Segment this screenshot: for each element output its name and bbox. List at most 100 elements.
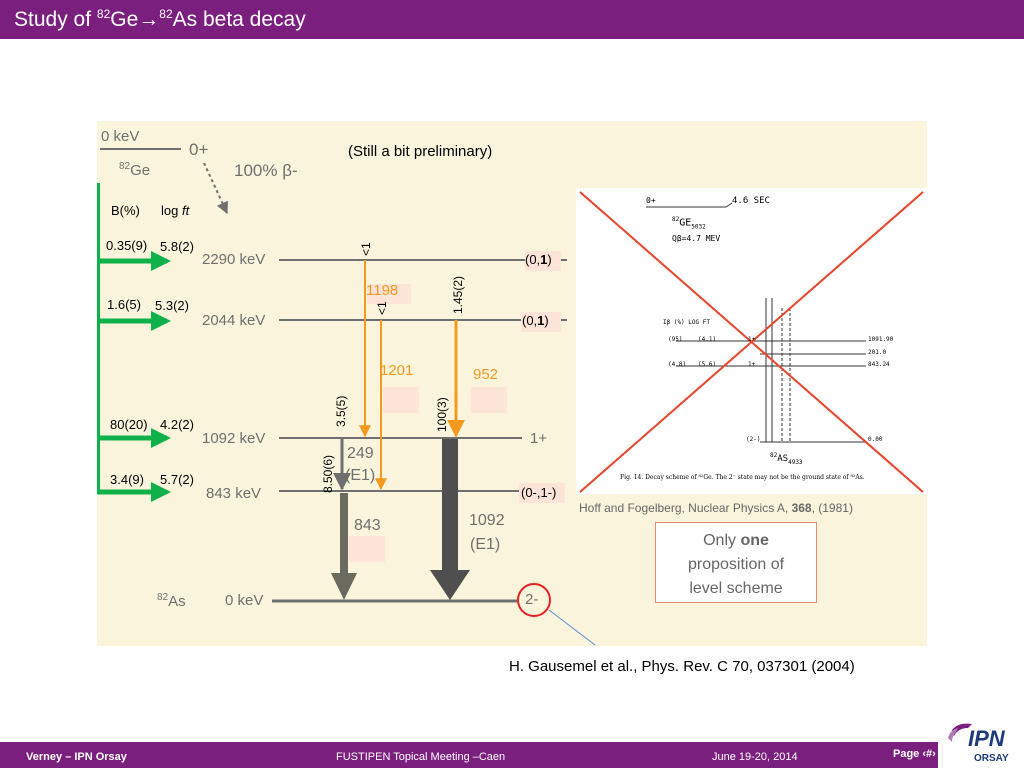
gamma-843-intensity: 8.50(6) [321, 454, 335, 493]
level-1092-spin: 1+ [530, 430, 548, 447]
gamma-1198-intensity: <1 [359, 242, 373, 256]
old-ge-z: 32 [698, 223, 706, 231]
old-ground-energy: 0.00 [868, 436, 883, 443]
level-2290-b: 0.35(9) [106, 238, 148, 253]
pointer-line [548, 609, 596, 646]
old-row3-spin: 1+ [748, 361, 756, 368]
old-ge-mass: 82 [672, 216, 680, 223]
ground-nucleus: 82As [157, 592, 186, 610]
title-bar: Study of 82Ge→82As beta decay [0, 0, 1024, 39]
header-logft: log ft [161, 203, 189, 218]
level-1092-energy: 1092 keV [202, 430, 266, 447]
level-2290-energy: 2290 keV [202, 251, 266, 268]
hoff-ref-prefix: Hoff and Fogelberg, Nuclear Physics A, [579, 501, 792, 515]
level-843-energy: 843 keV [206, 485, 262, 502]
logo-name: IPN [968, 726, 1005, 751]
old-as-mass: 82 [770, 452, 778, 459]
footer-bar: Verney – IPN Orsay FUSTIPEN Topical Meet… [0, 742, 1024, 768]
highlight-spin-843 [519, 483, 565, 503]
parent-nucleus-mass: 82 [119, 161, 131, 172]
old-as-elem: AS [777, 454, 789, 464]
note-line3: level scheme [689, 580, 783, 597]
level-2290-spin-post: ) [547, 252, 552, 267]
ground-spin: 2- [525, 591, 539, 608]
level-1092-logft: 4.2(2) [160, 417, 194, 432]
ipn-orsay-logo: IPN ORSAY [938, 718, 1024, 768]
title-elem2: As beta decay [172, 8, 306, 31]
old-decay-scheme-image: 0+ 4.6 SEC 82GE5032 Qβ=4.7 MEV Iβ (%) LO… [576, 188, 927, 494]
gamma-249-intensity: 3.5(5) [334, 395, 348, 427]
parent-spin: 0+ [189, 140, 209, 159]
gamma-1198-label: 1198 [366, 282, 399, 299]
note-line1: Only one [656, 529, 816, 553]
level-2044-spin-bold: 1 [537, 313, 545, 328]
gamma-1201-label: 1201 [380, 362, 414, 379]
old-ge-elem: GE [679, 217, 692, 229]
header-b-percent: B(%) [111, 203, 140, 218]
ground-spin-circle [517, 583, 551, 617]
old-caption: Fig. 14. Decay scheme of ⁸²Ge. The 2⁻ st… [620, 474, 865, 481]
level-2044-logft: 5.3(2) [155, 298, 189, 313]
gamma-843-arrow [331, 493, 357, 600]
level-2044-b: 1.6(5) [107, 297, 141, 312]
title-prefix: Study of [14, 8, 97, 31]
gamma-1092-multipolarity: (E1) [470, 536, 501, 553]
gamma-1092-arrow [430, 439, 470, 600]
footer-meeting: FUSTIPEN Topical Meeting –Caen [336, 751, 506, 763]
hoff-reference: Hoff and Fogelberg, Nuclear Physics A, 3… [579, 501, 853, 515]
highlight-1198 [367, 284, 411, 304]
old-row3-ib: (4.8) [668, 361, 687, 368]
title-elem1: Ge [110, 8, 139, 31]
old-row1-energy: 1091.90 [868, 336, 894, 343]
old-scheme-graphics [579, 191, 924, 493]
level-2044-spin-pre: (0, [522, 313, 538, 328]
highlight-843 [349, 536, 385, 562]
level-2044-energy: 2044 keV [202, 312, 266, 329]
old-row2-energy: 201.0 [868, 349, 887, 356]
gamma-1201-intensity: <1 [375, 301, 389, 315]
parent-energy: 0 keV [101, 128, 140, 145]
level-2290-spin: (0,1) [525, 252, 552, 267]
note-box: Only one proposition of level scheme [655, 522, 817, 603]
note-line2: proposition of [687, 556, 785, 573]
level-scheme-graphics [97, 148, 596, 646]
note-line1-pre: Only [703, 532, 741, 549]
hoff-ref-year: , (1981) [811, 501, 853, 515]
highlight-spin-2044 [521, 312, 561, 332]
gamma-952-intensity: 1.45(2) [451, 275, 465, 314]
footer-author: Verney – IPN Orsay [26, 751, 127, 763]
level-2290-logft: 5.8(2) [160, 239, 194, 254]
old-ge-n: 50 [691, 223, 699, 231]
gamma-1092-intensity: 100(3) [435, 397, 449, 432]
note-line1-bold: one [740, 532, 769, 549]
header-logft-ft: ft [181, 203, 190, 218]
level-843-logft: 5.7(2) [160, 472, 194, 487]
gamma-249-label: 249 [347, 445, 374, 462]
level-1092-b: 80(20) [110, 417, 148, 432]
level-843-b: 3.4(9) [110, 472, 144, 487]
preliminary-note: (Still a bit preliminary) [348, 143, 493, 160]
old-as-label: 82AS4933 [770, 452, 803, 466]
gamma-249-multipolarity: (E1) [345, 467, 376, 484]
old-row1-ib: (95) [668, 336, 683, 343]
ground-nucleus-elem: As [168, 593, 186, 610]
title-arrow: → [138, 8, 160, 31]
old-ge-label: 82GE5032 [672, 216, 706, 230]
parent-nucleus-elem: Ge [130, 162, 151, 179]
level-2044-spin: (0,1) [522, 313, 549, 328]
logo-graphic [938, 718, 1024, 768]
gamma-1092-label: 1092 [469, 512, 505, 529]
level-scheme-diagram: 0 keV 0+ 82Ge 100% β- (Still a bit preli… [97, 121, 927, 646]
level-2044-spin-post: ) [544, 313, 549, 328]
old-ground-spin: (2-) [746, 436, 761, 443]
old-as-n: 49 [788, 458, 796, 466]
old-row3-logft: (5.6) [698, 361, 717, 368]
hoff-ref-volume: 368 [791, 501, 812, 515]
old-as-z: 33 [795, 458, 803, 466]
highlight-spin-2290 [525, 251, 561, 271]
header-logft-prefix: log [161, 203, 182, 218]
logo-sub: ORSAY [974, 753, 1009, 764]
old-row3-energy: 843.24 [868, 361, 890, 368]
highlight-952 [471, 387, 507, 413]
old-spin-top: 0+ [646, 196, 656, 205]
